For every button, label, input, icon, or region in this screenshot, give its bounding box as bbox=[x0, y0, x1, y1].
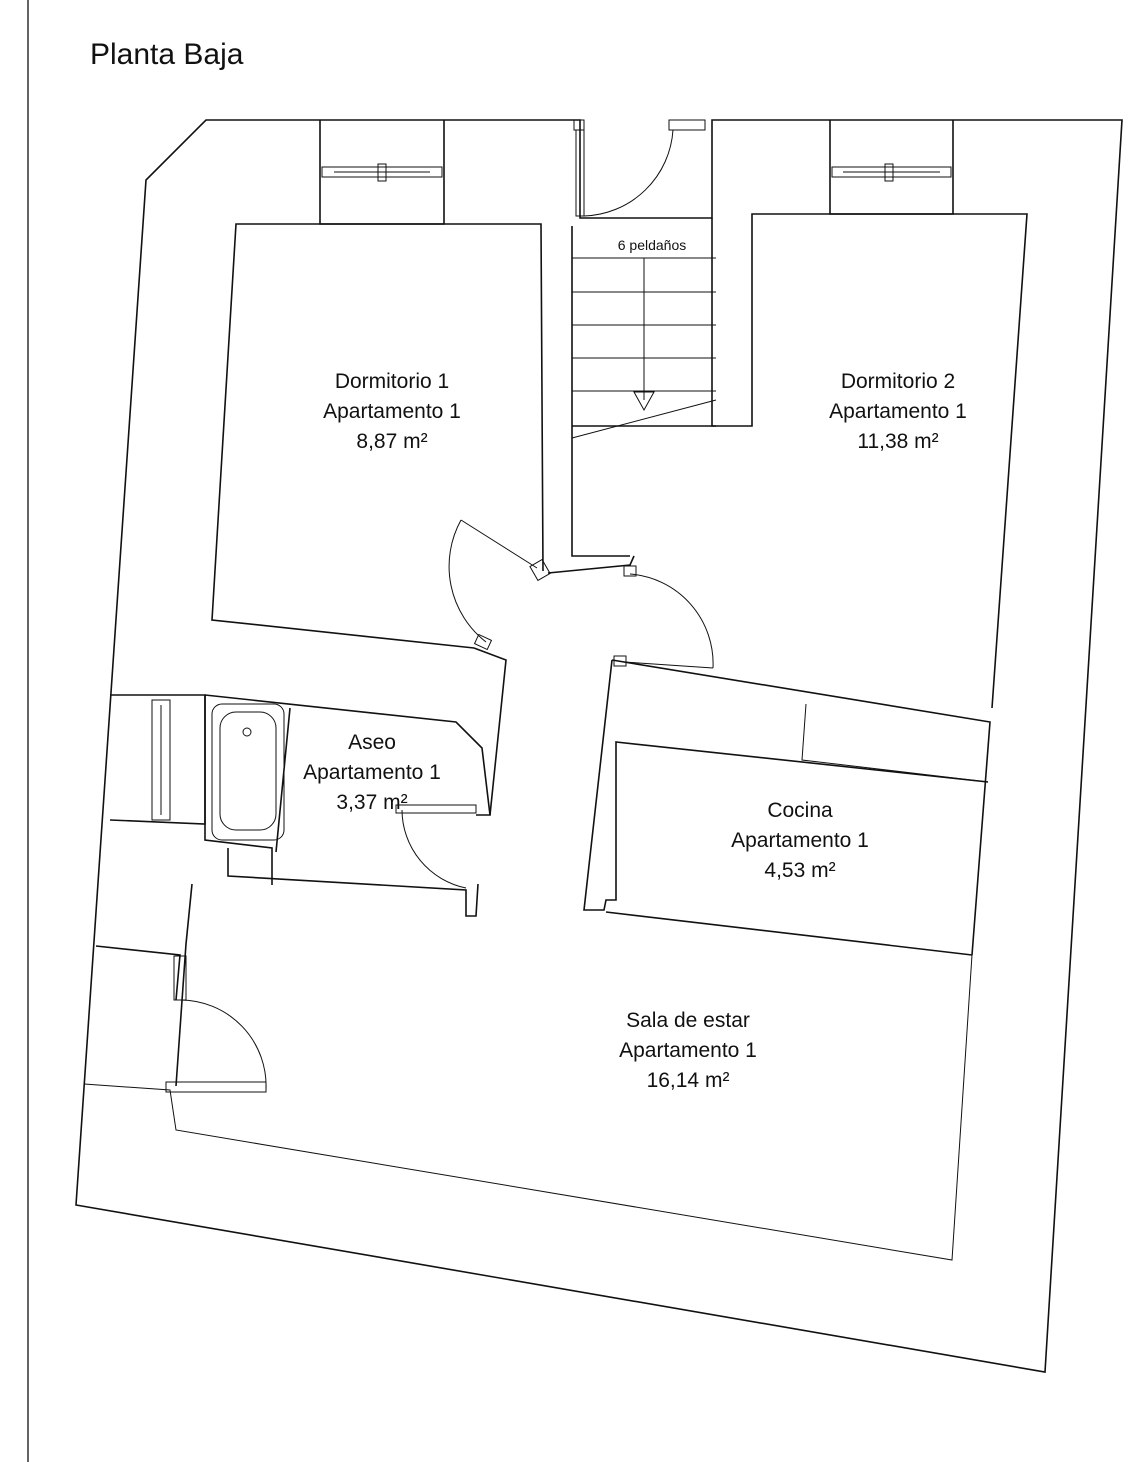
room-name: Aseo bbox=[348, 731, 396, 754]
label-cocina: Cocina Apartamento 1 4,53 m² bbox=[731, 799, 869, 882]
room-name: Dormitorio 2 bbox=[841, 370, 955, 393]
room-unit: Apartamento 1 bbox=[323, 400, 461, 423]
room-area: 4,53 m² bbox=[764, 859, 835, 882]
label-dormitorio-2: Dormitorio 2 Apartamento 1 11,38 m² bbox=[829, 370, 967, 453]
label-aseo: Aseo Apartamento 1 3,37 m² bbox=[303, 731, 441, 814]
room-unit: Apartamento 1 bbox=[619, 1039, 757, 1062]
room-area: 16,14 m² bbox=[647, 1069, 730, 1092]
room-cocina bbox=[583, 659, 991, 956]
room-name: Cocina bbox=[767, 799, 833, 822]
floor-title: Planta Baja bbox=[90, 38, 244, 71]
room-name: Dormitorio 1 bbox=[335, 370, 449, 393]
room-dormitorio-2 bbox=[547, 555, 714, 669]
entrance-door bbox=[573, 119, 706, 217]
room-dormitorio-1 bbox=[211, 223, 551, 651]
stairs-label: 6 peldaños bbox=[618, 237, 687, 253]
staircase: 6 peldaños bbox=[571, 213, 1028, 709]
bathtub bbox=[211, 703, 285, 841]
room-area: 8,87 m² bbox=[356, 430, 427, 453]
window-top-left bbox=[319, 120, 445, 225]
room-area: 11,38 m² bbox=[857, 430, 938, 453]
window-top-right bbox=[829, 120, 954, 215]
room-unit: Apartamento 1 bbox=[731, 829, 869, 852]
label-dormitorio-1: Dormitorio 1 Apartamento 1 8,87 m² bbox=[323, 370, 461, 453]
room-sala-de-estar bbox=[83, 883, 973, 1261]
room-area: 3,37 m² bbox=[336, 791, 407, 814]
room-unit: Apartamento 1 bbox=[303, 761, 441, 784]
label-sala-de-estar: Sala de estar Apartamento 1 16,14 m² bbox=[619, 1009, 757, 1092]
room-aseo bbox=[109, 647, 507, 917]
outer-wall bbox=[75, 119, 1123, 1373]
room-name: Sala de estar bbox=[626, 1009, 750, 1032]
room-unit: Apartamento 1 bbox=[829, 400, 967, 423]
